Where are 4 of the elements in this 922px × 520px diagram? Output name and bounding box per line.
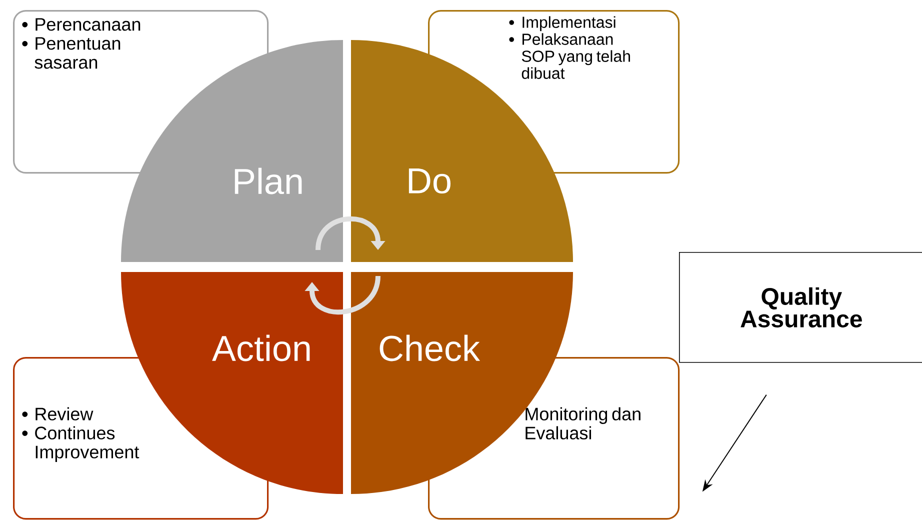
cycle-arrow	[316, 216, 386, 250]
quadrant-sector: Plan	[121, 40, 343, 262]
cycle-arrow	[304, 276, 380, 315]
title-box: Quality Assurance	[679, 252, 922, 363]
